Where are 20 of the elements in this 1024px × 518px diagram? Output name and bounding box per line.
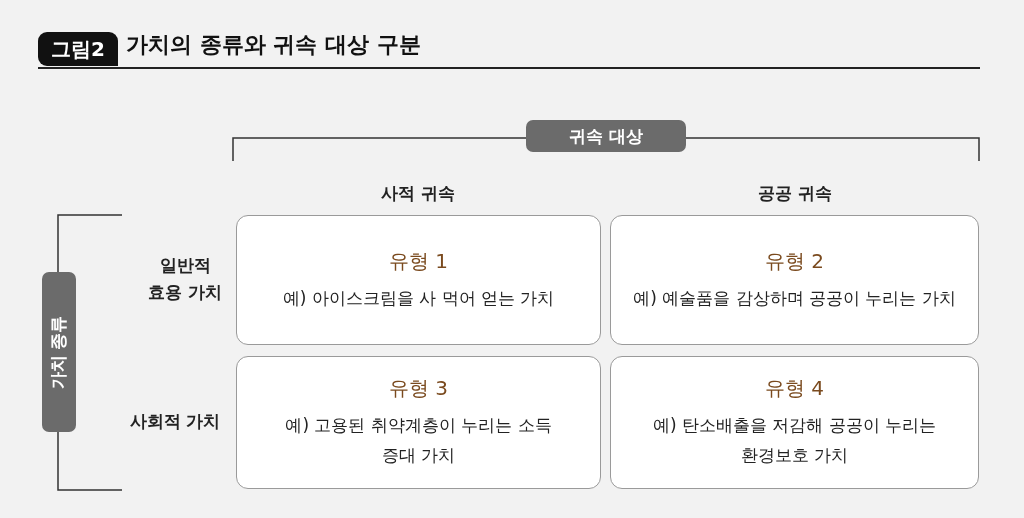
bracket-label: 귀속 대상 [526, 120, 686, 152]
column-header: 사적 귀속 [380, 182, 456, 205]
type-heading: 유형 1 [388, 247, 449, 275]
matrix-card [236, 356, 601, 489]
column-header: 공공 귀속 [757, 182, 833, 205]
matrix-card [236, 215, 601, 345]
matrix-card [610, 215, 979, 345]
diagram-title: 가치의 종류와 귀속 대상 구분 [126, 31, 421, 59]
row-header: 사회적 가치 [128, 410, 222, 433]
type-heading: 유형 2 [764, 247, 825, 275]
example-text: 예) 탄소배출을 저감해 공공이 누리는 환경보호 가치 [651, 414, 938, 467]
example-text: 예) 고용된 취약계층이 누리는 소득 증대 가치 [284, 414, 553, 467]
type-heading: 유형 3 [388, 375, 449, 402]
figure-badge: 그림2 [38, 32, 118, 66]
example-text: 예) 아이스크림을 사 먹어 얻는 가치 [282, 286, 555, 310]
type-heading: 유형 4 [764, 375, 825, 402]
example-text: 예) 예술품을 감상하며 공공이 누리는 가치 [633, 286, 956, 310]
matrix-card [610, 356, 979, 489]
row-header: 일반적 효용 가치 [147, 254, 223, 304]
bracket-label: 가치 종류 [42, 272, 76, 432]
